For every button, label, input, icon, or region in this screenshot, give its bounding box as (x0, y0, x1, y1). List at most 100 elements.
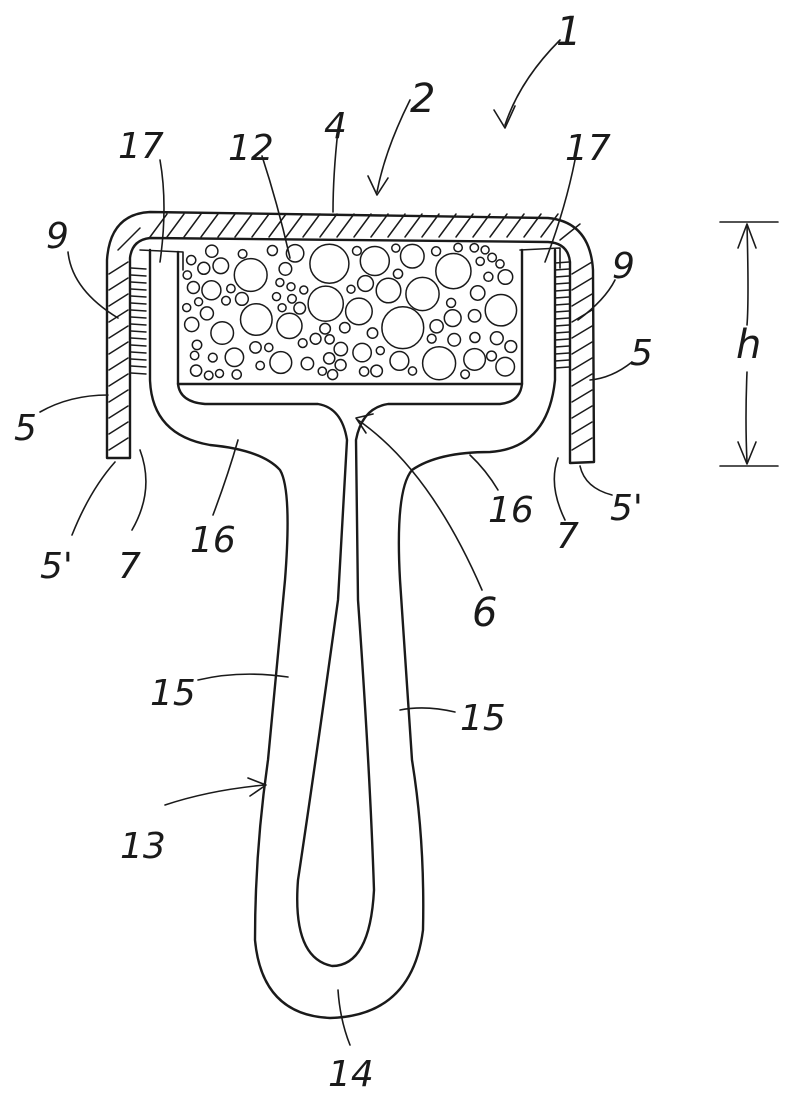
foam-bubble (237, 248, 248, 259)
foam-bubble (266, 244, 279, 257)
hatch-line (108, 309, 129, 323)
hatch-line (166, 213, 185, 238)
foam-bubble (467, 308, 482, 323)
foam-bubble (231, 369, 243, 380)
foam-bubble (204, 244, 219, 259)
foam-bubble (189, 350, 200, 361)
label-9-left: 9 (46, 216, 69, 257)
leader-5prime-left (71, 461, 116, 536)
hatch-line (108, 373, 129, 387)
foam-bubble (317, 366, 328, 377)
label-12: 12 (228, 128, 274, 169)
leader-5-left (39, 394, 109, 413)
foam-bubble (234, 291, 250, 307)
bristle (130, 372, 147, 375)
hatch-line (183, 213, 202, 238)
hatch-line (571, 357, 593, 371)
bristle (554, 359, 570, 362)
right-bristles (554, 261, 570, 369)
foam-bubble (249, 340, 262, 354)
foam-bubble (322, 352, 336, 365)
bristle (554, 317, 570, 320)
bristle (554, 331, 570, 334)
height-dimension (719, 221, 779, 467)
left-wall-hatching (108, 227, 141, 451)
foam-bubble (484, 293, 518, 327)
bristle (554, 275, 570, 278)
foam-bubble (299, 285, 309, 295)
foam-bubble (358, 366, 370, 377)
foam-bubble (300, 356, 315, 371)
label-1: 1 (556, 9, 581, 55)
foam-bubble (263, 342, 274, 353)
foam-bubble (497, 268, 514, 286)
leader-6 (357, 419, 483, 591)
cap (105, 210, 596, 465)
bristle (130, 351, 147, 354)
leader-1 (504, 39, 561, 126)
bristle (554, 352, 570, 355)
foam-bubble (333, 341, 349, 357)
foam-bubble (366, 327, 379, 340)
foam-bubble (255, 360, 266, 371)
foam-bubble (489, 331, 504, 346)
foam-bubble (421, 345, 457, 381)
foam-bubble (185, 254, 197, 266)
label-16-left: 16 (190, 520, 236, 561)
foam-bubble (375, 345, 386, 356)
hatch-line (336, 213, 355, 238)
foam-bubble (443, 308, 462, 328)
leader-14 (337, 989, 351, 1046)
foam-bubble (430, 246, 442, 257)
label-15-left: 15 (150, 673, 196, 714)
arrowhead-h-bottom (737, 441, 757, 465)
foam-bubble (186, 280, 201, 295)
foam-bubble (297, 337, 308, 349)
foam-bubble (201, 280, 222, 301)
foam-chamber (176, 248, 524, 386)
foam-bubble (469, 242, 480, 253)
label-5prime-left: 5' (40, 546, 73, 587)
foam-bubble (495, 356, 516, 377)
leader-16-left (212, 439, 239, 516)
leader-13 (164, 784, 266, 806)
leader-5prime-right (579, 465, 613, 496)
hatch-line (108, 261, 129, 275)
foam-bubble (189, 364, 203, 377)
foam-bubble (389, 350, 410, 372)
hatch-line (268, 213, 287, 238)
hatch-line (571, 341, 593, 355)
hatch-line (387, 213, 406, 238)
hatch-line (571, 389, 593, 403)
foam-bubble (495, 259, 505, 269)
foam-bubble (487, 252, 498, 263)
hatch-line (108, 277, 129, 291)
bristle (554, 268, 570, 271)
insert-holder (139, 247, 561, 1020)
foam-bubble (225, 283, 236, 294)
label-2: 2 (410, 76, 435, 122)
hatch-line (489, 213, 508, 238)
foam-bubble (214, 368, 225, 379)
bristle (554, 338, 570, 341)
foam-bubble (392, 268, 404, 280)
hatch-line (108, 421, 129, 435)
hatch-line (438, 213, 457, 238)
label-6: 6 (472, 590, 497, 636)
hatch-line (302, 213, 321, 238)
hatch-line (540, 213, 559, 238)
label-h: h (736, 322, 761, 368)
foam-bubble (275, 277, 285, 288)
foam-bubble (181, 302, 192, 313)
foam-bubble (426, 333, 437, 344)
foam-bubble (483, 271, 494, 283)
label-17-right: 17 (565, 128, 611, 169)
foam-bubble (203, 370, 214, 381)
foam-bubble (197, 261, 211, 276)
foam-bubble (352, 342, 373, 363)
foam-bubble (286, 293, 298, 304)
foam-bubble (319, 322, 332, 335)
foam-bubble (309, 332, 322, 345)
bristle (130, 358, 147, 361)
foam-bubble (183, 316, 200, 333)
